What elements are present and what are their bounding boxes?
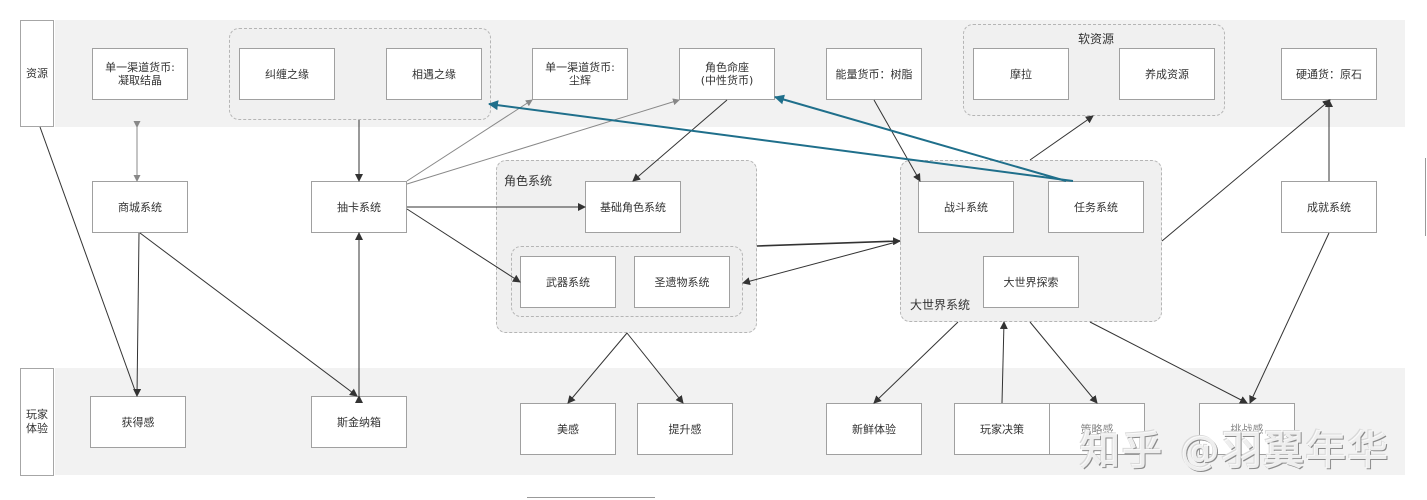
node-shop-label: 商城系统 xyxy=(118,200,162,214)
node-growth-resources-label: 养成资源 xyxy=(1145,67,1189,81)
node-quest-label: 任务系统 xyxy=(1074,200,1118,214)
node-skinner-box[interactable]: 斯金纳箱 xyxy=(311,396,407,448)
node-weapon-label: 武器系统 xyxy=(546,275,590,289)
node-shop[interactable]: 商城系统 xyxy=(92,181,188,233)
edge-quest-constellation xyxy=(774,94,1067,182)
node-constellation-label: 角色命座 (中性货币) xyxy=(700,61,754,87)
node-quest[interactable]: 任务系统 xyxy=(1048,181,1144,233)
node-mora[interactable]: 摩拉 xyxy=(973,48,1069,100)
node-gain-label: 获得感 xyxy=(121,415,155,429)
lane-label-experience: 玩家 体验 xyxy=(20,368,54,476)
node-base-character-label: 基础角色系统 xyxy=(600,200,666,214)
node-gain[interactable]: 获得感 xyxy=(90,396,186,448)
edge-achievement-challenge xyxy=(1249,232,1330,404)
node-beauty-label: 美感 xyxy=(557,422,579,436)
node-stardust[interactable]: 单一渠道货币: 尘辉 xyxy=(532,48,628,100)
edge-openworld-artifact xyxy=(742,240,901,286)
node-artifact[interactable]: 圣遗物系统 xyxy=(634,256,730,308)
edge-gacha-stardust xyxy=(406,99,533,182)
node-improvement-label: 提升感 xyxy=(668,422,702,436)
node-crystal[interactable]: 单一渠道货币: 凝取结晶 xyxy=(92,48,188,100)
edge-quest-fate xyxy=(488,100,1074,182)
edge-resin-combat xyxy=(873,99,921,182)
node-exploration[interactable]: 大世界探索 xyxy=(983,256,1079,308)
group-title-open-world: 大世界系统 xyxy=(910,298,971,312)
node-weapon[interactable]: 武器系统 xyxy=(520,256,616,308)
edge-resources-label-to-gain xyxy=(39,126,138,397)
divider-line xyxy=(527,497,655,498)
group-title-character-system: 角色系统 xyxy=(504,174,553,188)
node-challenge[interactable]: 挑战感 xyxy=(1199,403,1295,455)
scroll-edge xyxy=(1425,158,1426,236)
node-beauty[interactable]: 美感 xyxy=(520,403,616,455)
node-skinner-box-label: 斯金纳箱 xyxy=(337,415,381,429)
watermark: 知乎 @羽翼年华 xyxy=(1080,428,1390,474)
edge-gacha-constellation xyxy=(406,98,680,185)
node-strategy-label: 策略感 xyxy=(1080,422,1114,436)
edge-shop-gain xyxy=(133,232,142,397)
node-resin-label: 能量货币：树脂 xyxy=(835,67,913,81)
node-decision[interactable]: 玩家决策 xyxy=(954,403,1050,455)
node-gacha[interactable]: 抽卡系统 xyxy=(311,181,407,233)
node-combat-label: 战斗系统 xyxy=(944,200,988,214)
node-acquaint-fate[interactable]: 相遇之缘 xyxy=(386,48,482,100)
node-decision-label: 玩家决策 xyxy=(980,422,1024,436)
lane-label-resources: 资源 xyxy=(20,20,54,127)
group-title-soft-resources: 软资源 xyxy=(1078,32,1115,46)
node-resin[interactable]: 能量货币：树脂 xyxy=(826,48,922,100)
edge-openworld-freshness xyxy=(873,321,959,404)
node-mora-label: 摩拉 xyxy=(1010,67,1032,81)
node-constellation[interactable]: 角色命座 (中性货币) xyxy=(679,48,775,100)
node-primogem-label: 硬通货：原石 xyxy=(1296,67,1362,81)
node-crystal-label: 单一渠道货币: 凝取结晶 xyxy=(105,61,175,87)
node-combat[interactable]: 战斗系统 xyxy=(918,181,1014,233)
edge-character-improvement xyxy=(626,332,684,404)
edge-shop-skinner xyxy=(139,232,358,397)
edge-gacha-weapon xyxy=(406,208,521,283)
edge-openworld-soft xyxy=(1029,115,1094,161)
edge-openworld-strategy xyxy=(1029,321,1098,404)
edge-decision-openworld xyxy=(999,321,1008,404)
node-improvement[interactable]: 提升感 xyxy=(637,403,733,455)
node-intertwined-fate-label: 纠缠之缘 xyxy=(265,67,309,81)
lane-label-resources-text: 资源 xyxy=(26,66,48,80)
edge-openworld-primogem xyxy=(1161,99,1331,242)
edge-constellation-base xyxy=(632,99,728,182)
node-achievement[interactable]: 成就系统 xyxy=(1281,181,1377,233)
edge-character-openworld xyxy=(756,237,901,247)
node-acquaint-fate-label: 相遇之缘 xyxy=(412,67,456,81)
node-intertwined-fate[interactable]: 纠缠之缘 xyxy=(239,48,335,100)
node-base-character[interactable]: 基础角色系统 xyxy=(585,181,681,233)
node-achievement-label: 成就系统 xyxy=(1307,200,1351,214)
node-exploration-label: 大世界探索 xyxy=(1003,275,1059,289)
node-artifact-label: 圣遗物系统 xyxy=(654,275,710,289)
node-strategy[interactable]: 策略感 xyxy=(1049,403,1145,455)
node-stardust-label: 单一渠道货币: 尘辉 xyxy=(545,61,615,87)
edge-character-beauty xyxy=(567,332,628,404)
edge-openworld-challenge xyxy=(1089,321,1248,404)
node-challenge-label: 挑战感 xyxy=(1230,422,1264,436)
node-freshness-label: 新鲜体验 xyxy=(852,422,896,436)
node-gacha-label: 抽卡系统 xyxy=(337,200,381,214)
lane-label-experience-text: 玩家 体验 xyxy=(26,408,48,435)
node-growth-resources[interactable]: 养成资源 xyxy=(1119,48,1215,100)
